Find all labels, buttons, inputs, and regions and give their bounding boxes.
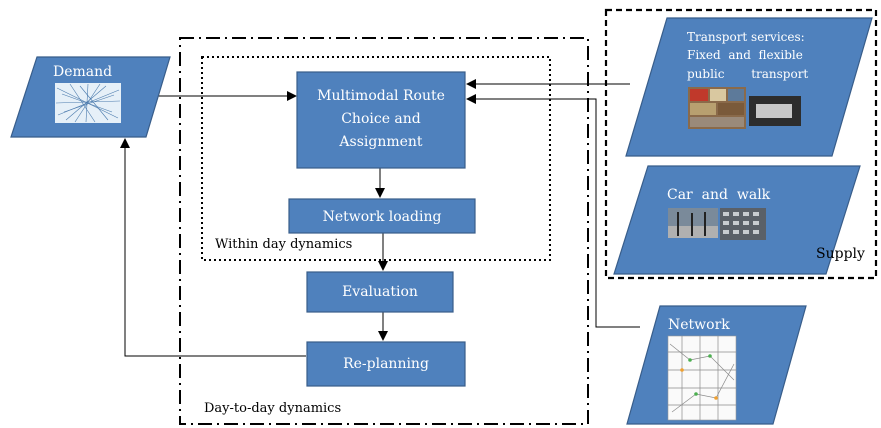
transport-services-line-1: Transport services:: [687, 30, 805, 44]
transport-services-line-2: Fixed and flexible: [687, 48, 803, 62]
car-walk-label: Car and walk: [667, 187, 771, 203]
replanning-label: Re-planning: [343, 356, 429, 372]
transport-photos-image: [688, 87, 801, 129]
demand-label: Demand: [53, 64, 112, 80]
replanning-box: [306, 341, 466, 387]
day-to-day-region: [179, 37, 589, 425]
network-loading-box: [288, 198, 476, 234]
car-walk-photos-image: [668, 208, 766, 240]
network-loading-label: Network loading: [323, 209, 442, 225]
day-to-day-label: Day-to-day dynamics: [204, 401, 341, 416]
within-day-region: [201, 56, 551, 261]
transport-services-line-3: public transport: [687, 67, 808, 81]
network-map-image: [667, 335, 737, 421]
route-choice-line-3: Assignment: [338, 134, 423, 150]
route-choice-line-2: Choice and: [341, 111, 421, 127]
supply-region: [604, 8, 878, 280]
evaluation-label: Evaluation: [342, 284, 418, 300]
transport-services-node: [625, 17, 873, 157]
route-choice-line-1: Multimodal Route: [317, 88, 445, 104]
replanning-to-demand-arrow: [120, 138, 306, 357]
demand-network-image: [55, 83, 121, 123]
within-day-label: Within day dynamics: [215, 237, 352, 252]
supply-label: Supply: [816, 246, 865, 262]
network-label: Network: [668, 317, 730, 333]
evaluation-box: [306, 271, 454, 313]
network-to-route-arrow: [466, 94, 640, 328]
route-choice-box: [296, 71, 466, 169]
